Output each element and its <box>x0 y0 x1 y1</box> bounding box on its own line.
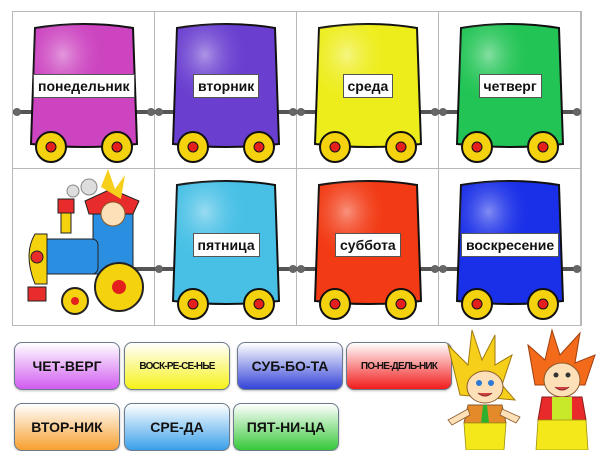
syllable-button-2[interactable]: СУБ-БО-ТА <box>237 342 343 390</box>
syllable-button-6[interactable]: ПЯТ-НИ-ЦА <box>233 403 339 451</box>
wagon-label: среда <box>342 74 394 98</box>
wagon-label: пятница <box>192 233 260 257</box>
wagon-3[interactable]: четверг <box>439 12 581 169</box>
syllable-button-5[interactable]: СРЕ-ДА <box>124 403 230 451</box>
wagon-4[interactable]: пятница <box>155 169 297 326</box>
wagon-0[interactable]: понедельник <box>13 12 155 169</box>
character-yellow-hair-icon <box>447 329 521 450</box>
locomotive[interactable] <box>13 169 155 326</box>
character-orange-hair-icon <box>527 328 596 450</box>
characters-illustration <box>447 328 596 450</box>
syllable-button-1[interactable]: ВОСК-РЕ-СЕ-НЬЕ <box>124 342 230 390</box>
syllable-button-0[interactable]: ЧЕТ-ВЕРГ <box>14 342 120 390</box>
train-grid: понедельник вторник среда четверг пятниц… <box>12 11 582 326</box>
wagon-2[interactable]: среда <box>297 12 439 169</box>
wagon-label: понедельник <box>33 74 135 98</box>
syllable-button-4[interactable]: ВТОР-НИК <box>14 403 120 451</box>
wagon-1[interactable]: вторник <box>155 12 297 169</box>
locomotive-icon <box>27 169 155 315</box>
wagon-label: воскресение <box>461 233 560 257</box>
wagon-6[interactable]: воскресение <box>439 169 581 326</box>
syllable-button-3[interactable]: ПО-НЕ-ДЕЛЬ-НИК <box>346 342 452 390</box>
wagon-label: вторник <box>193 74 260 98</box>
wagon-5[interactable]: суббота <box>297 169 439 326</box>
wagon-label: четверг <box>478 74 542 98</box>
wagon-label: суббота <box>335 233 401 257</box>
